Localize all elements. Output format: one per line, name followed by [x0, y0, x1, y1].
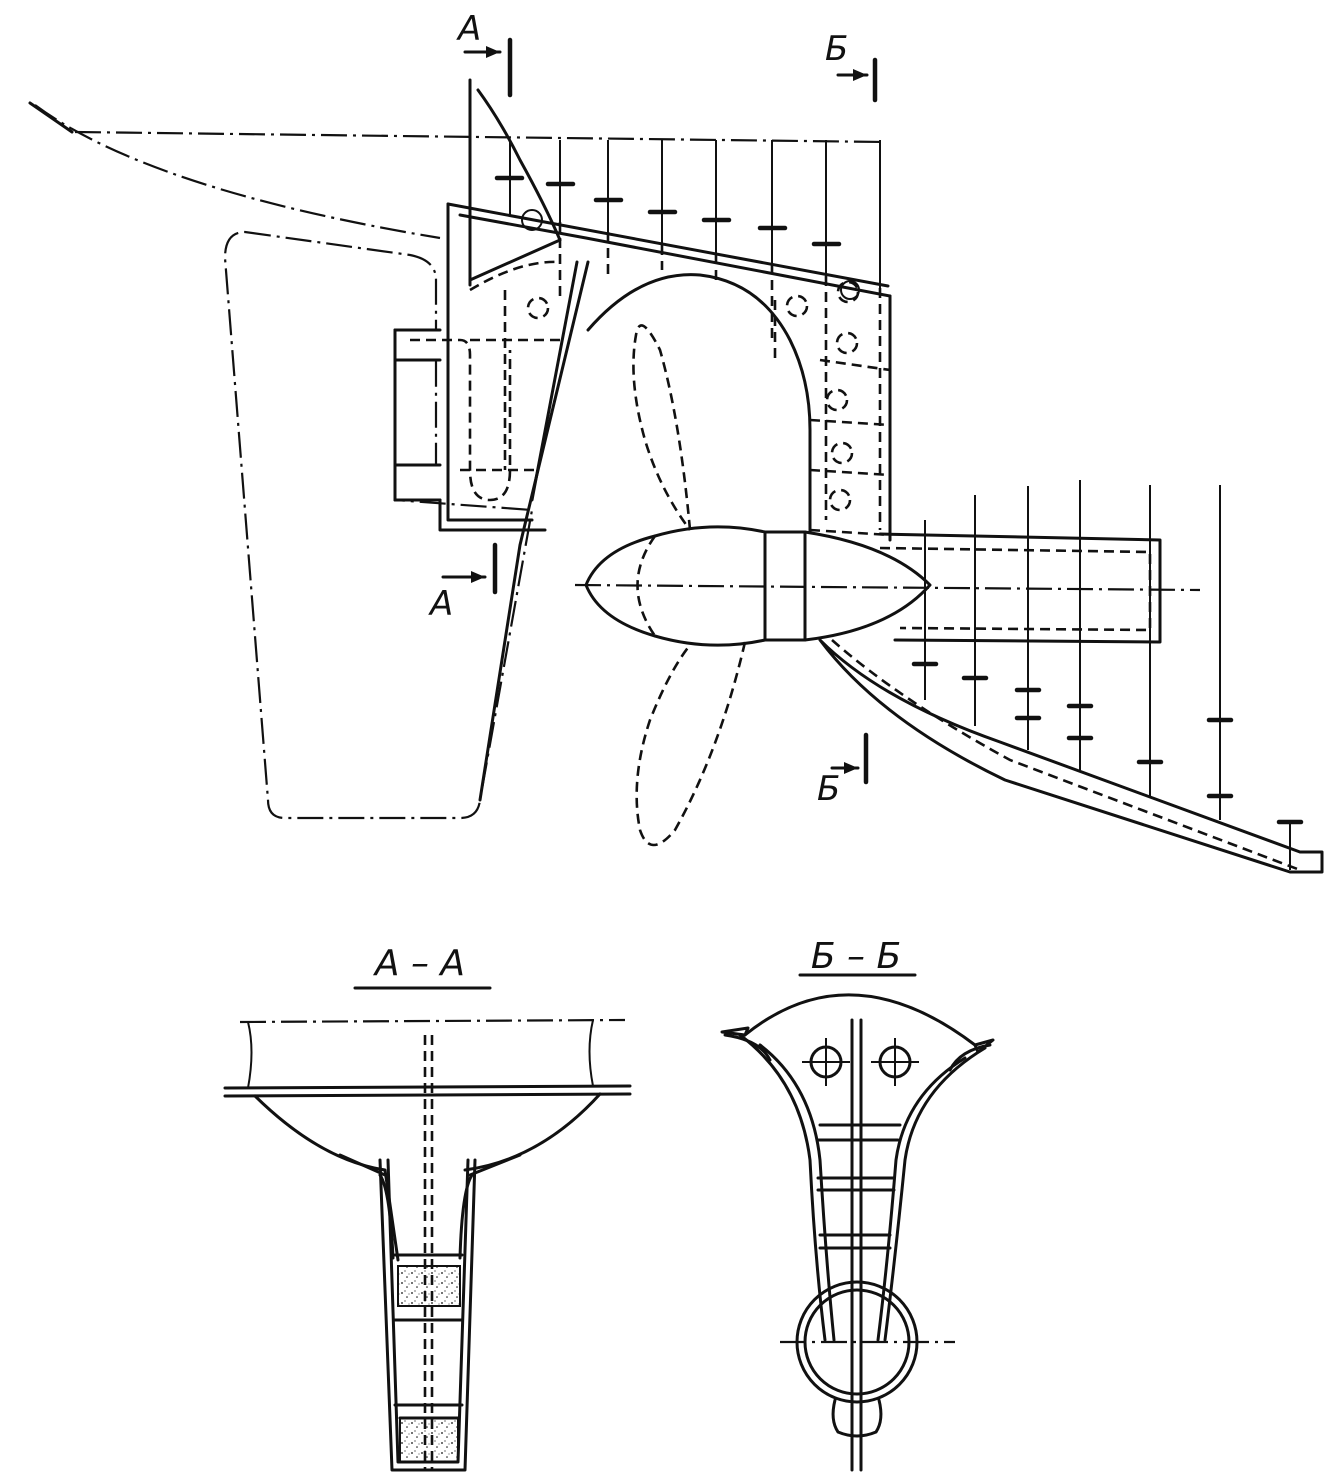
below-deck-frames	[558, 222, 882, 530]
shaft-center-line	[574, 583, 1201, 592]
section-a-top-label: А	[456, 9, 481, 49]
propeller-aperture-arch	[586, 273, 812, 534]
rudder-outline	[223, 230, 534, 820]
main-elevation-view: А Б А Б	[28, 9, 1324, 874]
section-a-a-view: А – А	[223, 943, 632, 1472]
section-b-bottom-label: Б	[817, 769, 840, 809]
section-b-b-title: Б – Б	[811, 936, 901, 977]
stern-bulb	[803, 530, 932, 642]
propeller-blade-lower	[635, 641, 747, 847]
aperture-grid	[773, 300, 891, 537]
deck-plate-lower	[458, 213, 892, 298]
propeller-blade-upper	[632, 324, 692, 531]
section-b-dome	[743, 993, 977, 1047]
section-a-a-title: А – А	[373, 943, 465, 984]
vertical-web	[423, 1035, 434, 1470]
rudder-steps	[393, 328, 442, 502]
section-b-b-view: Б – Б	[720, 936, 995, 1472]
box-keel	[378, 1158, 477, 1472]
skeg-keel	[818, 638, 1324, 874]
bottom-keel	[831, 1398, 883, 1438]
deck-plate-left	[446, 202, 534, 522]
shaft-ring-inner	[803, 1288, 911, 1396]
rudder-lightening-hole	[526, 296, 550, 320]
section-a-bottom-label: А	[428, 584, 453, 624]
section-mark-a-bottom: А	[428, 542, 498, 624]
rudder-inner-structure	[410, 260, 561, 502]
skeg-keel-inner	[831, 639, 1301, 872]
section-mark-b-top: Б	[825, 29, 878, 103]
waterline-line	[74, 130, 886, 144]
section-b-top-label: Б	[825, 29, 848, 69]
hull-profile-curve	[34, 104, 441, 240]
deck-stiffeners	[494, 140, 881, 300]
section-mark-a-top: А	[456, 9, 513, 98]
filler-bottom	[399, 1417, 459, 1463]
section-mark-b-bottom: Б	[817, 732, 869, 809]
skeg-frames	[911, 480, 1304, 870]
deck-plate-double	[223, 1084, 632, 1098]
deck-top-dashdot	[239, 1018, 626, 1024]
sternpost-outer	[478, 260, 590, 802]
filler-top	[397, 1265, 461, 1307]
hull-solid-tail	[28, 101, 74, 134]
